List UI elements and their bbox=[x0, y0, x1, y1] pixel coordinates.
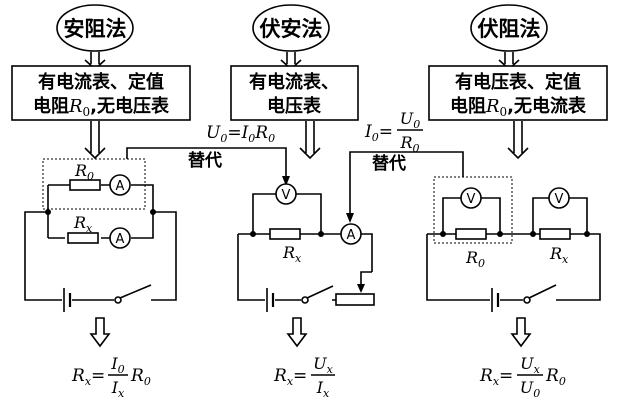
result-formula-middle: Rx= Ux Ix bbox=[273, 354, 335, 400]
svg-text:Rx=: Rx= bbox=[71, 366, 105, 388]
voltmeter-icon: V bbox=[460, 187, 482, 209]
resistor-rx bbox=[67, 232, 99, 244]
resistor-r0 bbox=[455, 228, 487, 240]
label-rx: Rx bbox=[549, 244, 569, 266]
svg-text:U0: U0 bbox=[520, 378, 540, 400]
condition-line-2: 电阻R0,无电流表 bbox=[450, 95, 587, 119]
method-oval-voltammeter: 伏安法 bbox=[252, 4, 330, 52]
double-arrow-down-icon bbox=[299, 121, 321, 160]
condition-line-2: 电压表 bbox=[267, 95, 322, 117]
substitution-arrow bbox=[349, 151, 464, 214]
resistor-rx bbox=[269, 228, 301, 240]
junction-dot bbox=[530, 231, 536, 237]
method-title: 伏阻法 bbox=[478, 17, 541, 41]
circuit-right: V V R0 Rx bbox=[426, 176, 601, 312]
result-formula-right: Rx= Ux U0 R0 bbox=[479, 354, 566, 400]
svg-text:A: A bbox=[116, 179, 125, 194]
switch-icon bbox=[528, 284, 557, 299]
circuit-left: R0 Rx A A bbox=[24, 158, 177, 312]
svg-text:Ux: Ux bbox=[313, 354, 333, 376]
junction-dot bbox=[440, 231, 446, 237]
label-rx: Rx bbox=[73, 213, 93, 235]
substitution-formula: U0=I0R0 bbox=[206, 123, 275, 145]
svg-text:R0: R0 bbox=[130, 366, 151, 388]
condition-box-left: 有电流表、定值 电阻R0,无电压表 bbox=[11, 65, 191, 121]
ammeter-icon: A bbox=[340, 223, 362, 245]
label-r0: R0 bbox=[465, 248, 485, 270]
arrow-head-icon bbox=[346, 213, 354, 223]
svg-text:A: A bbox=[347, 228, 356, 243]
svg-text:Ix: Ix bbox=[111, 378, 125, 400]
voltmeter-icon: V bbox=[275, 183, 297, 205]
substitution-label: 替代 bbox=[372, 153, 406, 174]
substitution-formula: I0= bbox=[364, 122, 393, 144]
hollow-arrow-down-icon bbox=[286, 317, 308, 348]
svg-text:Rx=: Rx= bbox=[273, 366, 307, 388]
double-arrow-down-icon bbox=[507, 121, 529, 160]
substitution-arrow bbox=[126, 147, 287, 178]
battery-icon bbox=[266, 288, 275, 312]
svg-text:I0: I0 bbox=[110, 354, 124, 376]
method-title: 伏安法 bbox=[260, 17, 323, 41]
condition-box-right: 有电压表、定值 电阻R0,无电流表 bbox=[428, 65, 608, 121]
condition-line-2: 电阻R0,无电压表 bbox=[33, 95, 170, 119]
hollow-arrow-down-icon bbox=[510, 317, 532, 348]
substitution-right: I0= U0 R0 替代 bbox=[364, 109, 423, 174]
voltmeter-icon: V bbox=[548, 187, 570, 209]
resistor-r0 bbox=[69, 179, 101, 191]
label-rx: Rx bbox=[282, 243, 302, 265]
substitution-left: U0=I0R0 替代 bbox=[188, 123, 275, 171]
svg-text:V: V bbox=[282, 188, 291, 203]
switch-terminal bbox=[523, 296, 531, 304]
condition-box-middle: 有电流表、 电压表 bbox=[230, 65, 359, 121]
junction-dot bbox=[150, 209, 156, 215]
junction-dot bbox=[584, 231, 590, 237]
fraction-denominator: R0 bbox=[399, 133, 419, 155]
junction-dot bbox=[318, 231, 324, 237]
resistor-rx bbox=[539, 228, 571, 240]
battery-icon bbox=[63, 288, 72, 312]
double-arrow-down-icon bbox=[84, 121, 106, 160]
switch-terminal bbox=[301, 296, 309, 304]
svg-text:R0: R0 bbox=[545, 366, 566, 388]
rheostat-slider-icon bbox=[357, 284, 365, 293]
junction-dot bbox=[497, 231, 503, 237]
svg-text:Ix: Ix bbox=[316, 378, 330, 400]
substitution-label: 替代 bbox=[188, 150, 222, 171]
svg-text:A: A bbox=[116, 232, 125, 247]
svg-text:V: V bbox=[467, 192, 476, 207]
junction-dot bbox=[45, 209, 51, 215]
ammeter-icon: A bbox=[109, 227, 131, 249]
method-oval-resistance-voltmeter: 伏阻法 bbox=[470, 4, 548, 52]
circuit-middle: V Rx A bbox=[237, 183, 375, 312]
condition-line-1: 有电流表、定值 bbox=[38, 71, 164, 93]
svg-text:V: V bbox=[555, 192, 564, 207]
ammeter-icon: A bbox=[109, 174, 131, 196]
label-r0: R0 bbox=[74, 161, 94, 183]
battery-icon bbox=[491, 288, 500, 312]
junction-dot bbox=[250, 231, 256, 237]
condition-line-1: 有电流表、 bbox=[249, 71, 339, 93]
svg-text:Rx=: Rx= bbox=[479, 366, 513, 388]
rheostat bbox=[335, 293, 375, 306]
switch-terminal bbox=[114, 296, 122, 304]
method-oval-resistance-ammeter: 安阻法 bbox=[56, 4, 134, 52]
hollow-arrow-down-icon bbox=[89, 317, 111, 348]
switch-icon bbox=[119, 284, 152, 299]
switch-icon bbox=[306, 285, 334, 299]
fraction-numerator: U0 bbox=[400, 109, 420, 131]
arrow-head-icon bbox=[282, 176, 290, 186]
condition-line-1: 有电压表、定值 bbox=[455, 71, 581, 93]
result-formula-left: Rx= I0 Ix R0 bbox=[71, 354, 151, 400]
method-title: 安阻法 bbox=[64, 17, 127, 41]
svg-text:Ux: Ux bbox=[520, 354, 540, 376]
